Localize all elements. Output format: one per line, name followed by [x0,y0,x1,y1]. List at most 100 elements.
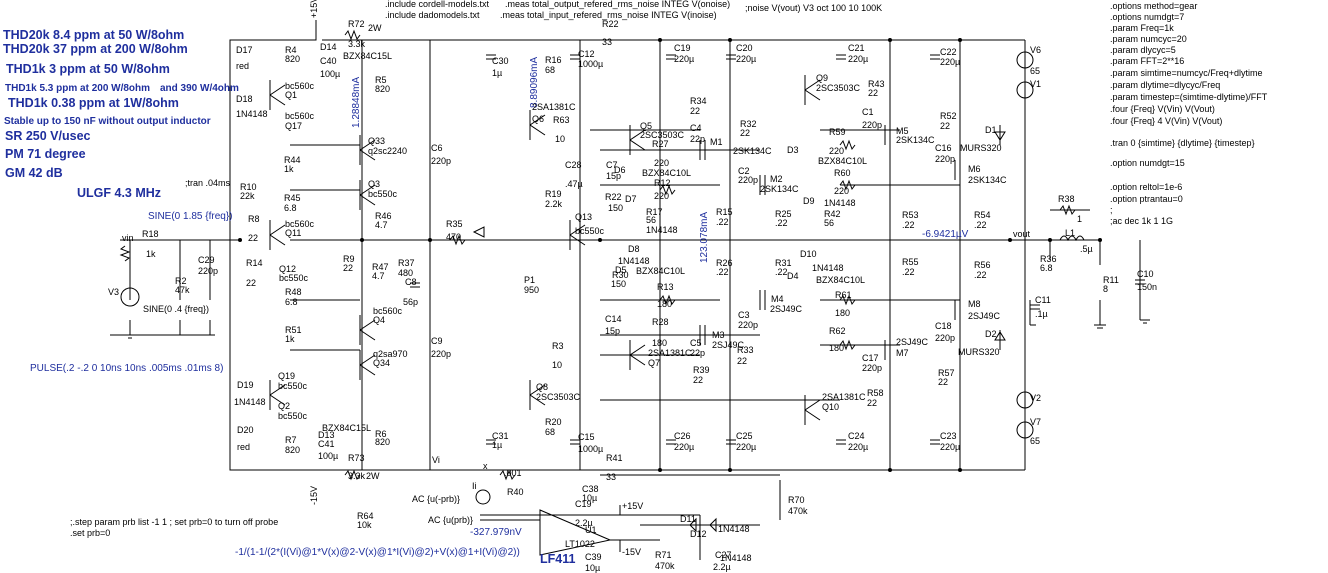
component-label: 22 [938,377,949,387]
component-label: 220p [935,333,956,343]
component-label: Q1 [285,90,298,100]
component-label: BZX84C15L [322,423,372,433]
right-directive-15: .option ptrantau=0 [1110,194,1183,204]
component-label: C1 [862,107,874,117]
component-label: red [237,442,251,452]
component-label: 65 [1030,66,1041,76]
component-label: C19 [674,43,691,53]
component-label: C22 [940,47,957,57]
component-label: .22 [902,220,915,230]
component-label: .22 [716,217,729,227]
component-label: 100µ [318,451,339,461]
net-plus15b: +15V [622,501,644,511]
component-label: 220p [862,120,883,130]
component-label: bc550c [278,411,308,421]
component-label: Q11 [285,228,302,238]
sine-source-2: SINE(0 .4 {freq}) [143,304,210,314]
component-label: red [236,61,250,71]
component-label: 22 [740,128,751,138]
component-label: 220p [935,154,956,164]
component-label: 22 [343,263,354,273]
component-label: R11 [1103,275,1119,285]
component-label: R45 [284,193,301,203]
component-label: C10 [1137,269,1154,279]
component-label: 10 [555,134,566,144]
component-label: BZX84C15L [343,51,393,61]
component-label: R40 [507,487,524,497]
component-label: D4 [787,271,799,281]
component-label: MURS320 [958,347,1000,357]
component-label: .22 [775,267,788,277]
right-directive-1: .options method=gear [1110,1,1198,11]
component-label: 2.2µ [713,562,731,572]
component-label: Q12 [279,264,297,274]
component-label: Q19 [278,371,296,381]
component-label: R48 [285,287,302,297]
component-label: BZX84C10L [636,266,686,276]
component-label: 22k [240,191,255,201]
component-label: C24 [848,431,865,441]
component-label: 65 [1030,436,1041,446]
component-label: R71 [655,550,672,560]
component-label: .5µ [1080,244,1093,254]
component-label: 2W [368,23,382,33]
component-label: L1 [1065,228,1076,238]
component-label: bc550c [278,381,308,391]
component-label: 1k [284,164,294,174]
right-directive-11: .four {Freq} 4 V(Vin) V(Vout) [1110,116,1223,126]
component-label: 2SJ49C [896,337,929,347]
component-label: 150 [608,203,624,213]
component-label: R25 [775,209,792,219]
component-label: R37 [398,258,415,268]
component-label: R52 [940,111,957,121]
component-label: MURS320 [960,143,1002,153]
component-label: 22p [690,348,706,358]
component-label: 820 [285,445,301,455]
component-label: C15 [578,432,595,442]
component-label: D3 [787,145,799,155]
component-label: R3 [552,341,564,351]
component-label: 1000µ [578,444,604,454]
component-label: 22 [693,375,704,385]
component-label: C6 [431,143,443,153]
probe-voltage: -327.979nV [470,527,522,538]
component-label: 3.3k [348,471,366,481]
tran-small: ;tran .04ms [185,178,231,188]
component-label: C25 [736,431,753,441]
spec-line-4: THD1k 5.3 ppm at 200 W/8ohm [5,83,151,94]
component-label: 2SK134C [733,146,772,156]
component-label: 47k [175,285,190,295]
component-label: C20 [736,43,753,53]
component-label: .22 [974,270,987,280]
component-label: R17 [646,207,663,217]
component-label: R57 [938,368,955,378]
component-label: 22 [867,398,878,408]
component-label: R47 [372,262,389,272]
component-label: 2SK134C [760,184,799,194]
opamp-ref: U1 [585,525,597,535]
spec-line-2: THD20k 37 ppm at 200 W/8ohm [3,42,188,56]
spec-line-10: GM 42 dB [5,166,63,180]
component-label: D11 [680,514,696,524]
component-label: 2SC3503C [640,130,685,140]
component-label: 4.7 [372,271,385,281]
component-label: 180 [829,343,845,353]
component-label: R26 [716,258,733,268]
component-label: R13 [657,282,674,292]
component-label: R31 [775,258,792,268]
component-label: M5 [896,126,909,136]
component-label: 10µ [582,493,598,503]
ac-source-1: AC {u(-prb)} [412,494,461,504]
component-label: 220p [431,156,452,166]
component-label: D12 [690,529,707,539]
component-label: R8 [248,214,260,224]
include-line-1: .include cordell-models.txt [385,0,490,9]
component-label: R34 [690,96,707,106]
component-label: 33 [606,472,617,482]
component-label: R15 [716,207,733,217]
component-label: C39 [585,552,602,562]
bias-current-2: 8.89096mA [529,56,540,108]
component-label: 220 [829,146,845,156]
component-label: Q9 [816,73,829,83]
component-label: R4 [285,45,297,55]
